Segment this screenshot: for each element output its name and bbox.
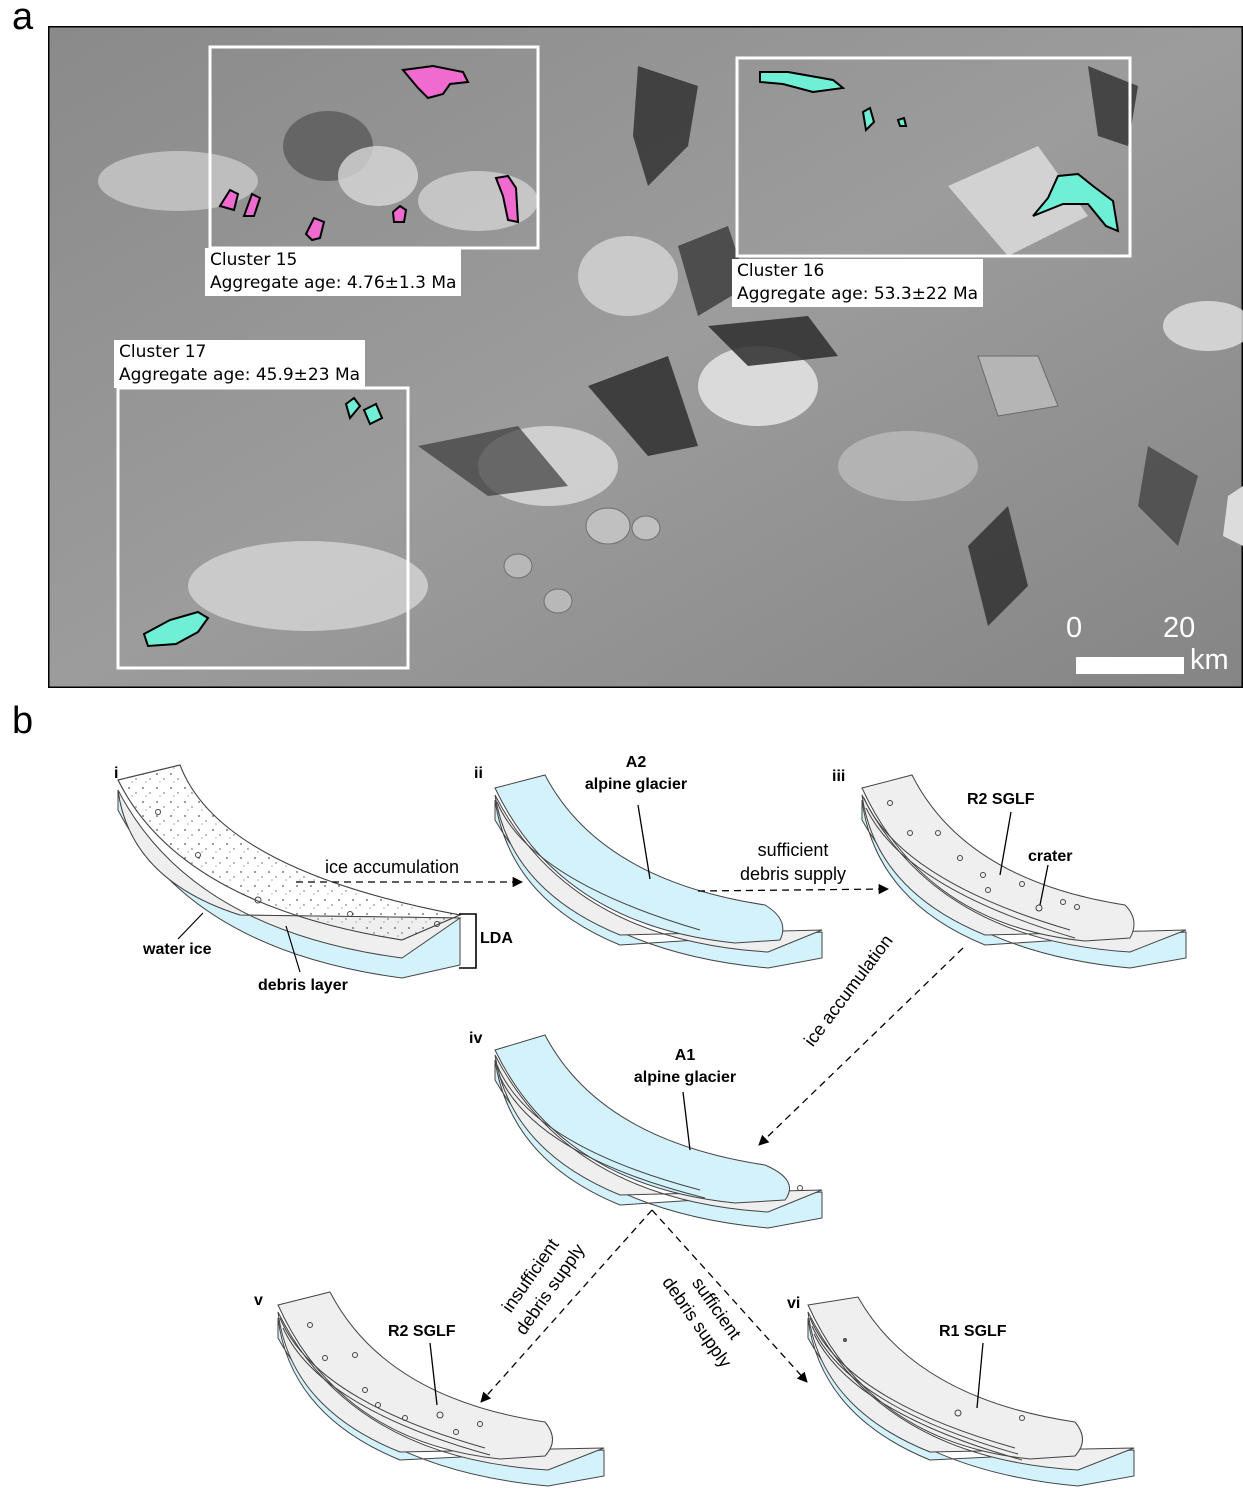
- crater-label: crater: [1028, 848, 1073, 865]
- stage-v-numeral: v: [254, 1292, 263, 1309]
- scale-unit-label: km: [1190, 644, 1229, 676]
- water-ice-leader: [177, 912, 204, 940]
- cluster-15-label: Cluster 15 Aggregate age: 4.76±1.3 Ma: [205, 248, 462, 296]
- stage-iv-title-line2: alpine glacier: [633, 1069, 737, 1086]
- stage-iii: [861, 774, 1187, 969]
- stage-vi-numeral: vi: [787, 1295, 801, 1312]
- scale-start-label: 0: [1066, 612, 1083, 644]
- stage-ii-numeral: ii: [474, 765, 483, 782]
- stage-v-title: R2 SGLF: [388, 1323, 456, 1340]
- terrain-features: [98, 66, 1243, 631]
- r2-sglf-iii-leader: [999, 811, 1012, 876]
- glacier-evolution-diagram: [117, 764, 1187, 1487]
- arrow-iv-to-vi: [651, 1209, 808, 1383]
- stage-iv-numeral: iv: [469, 1030, 483, 1047]
- arrow-i-to-ii-label: ice accumulation: [325, 857, 460, 877]
- cluster-15-age: Aggregate age: 4.76±1.3 Ma: [210, 273, 457, 293]
- stage-i-numeral: i: [114, 765, 119, 782]
- arrow-ii-to-iii-label-line2: debris supply: [739, 864, 847, 884]
- arrow-ii-to-iii-label-line1: sufficient: [757, 840, 829, 860]
- stage-v: [277, 1291, 605, 1487]
- cluster-16-outlines: [759, 71, 1120, 233]
- stage-ii: [494, 774, 823, 969]
- water-ice-label: water ice: [143, 941, 212, 958]
- r2-sglf-v-leader: [429, 1342, 438, 1406]
- cluster-17-name: Cluster 17: [119, 342, 207, 362]
- cluster-15-name: Cluster 15: [210, 250, 298, 270]
- stage-ii-title: A2 alpine glacier: [561, 752, 711, 796]
- stage-i: [117, 764, 462, 979]
- cluster-16-age: Aggregate age: 53.3±22 Ma: [737, 284, 979, 304]
- stage-vi: [807, 1296, 1135, 1487]
- cluster-17-age: Aggregate age: 45.9±23 Ma: [119, 365, 361, 385]
- stage-iv-title-line1: A1: [674, 1047, 696, 1064]
- panel-b-label: b: [12, 700, 34, 742]
- cluster-16-label: Cluster 16 Aggregate age: 53.3±22 Ma: [732, 259, 984, 307]
- stage-vi-title: R1 SGLF: [939, 1323, 1007, 1340]
- debris-layer-label: debris layer: [258, 977, 348, 994]
- stage-ii-title-line1: A2: [625, 754, 647, 771]
- scale-bar: [1076, 657, 1184, 674]
- stage-iii-numeral: iii: [832, 768, 846, 785]
- stage-ii-title-line2: alpine glacier: [584, 776, 688, 793]
- cluster-17-box: [116, 386, 410, 670]
- debris-layer-leader: [285, 925, 301, 973]
- cluster-17-outlines: [142, 396, 384, 648]
- cluster-15-outlines: [218, 64, 520, 242]
- cluster-16-name: Cluster 16: [737, 261, 825, 281]
- arrow-iv-to-v: [480, 1209, 653, 1403]
- arrow-ii-to-iii-label: sufficient debris supply: [718, 838, 868, 886]
- r1-sglf-leader: [976, 1342, 984, 1409]
- crater-leader: [1039, 864, 1049, 906]
- lda-bracket: [459, 913, 477, 969]
- cluster-16-box: [735, 56, 1132, 258]
- panel-a-label: a: [12, 0, 34, 38]
- cluster-17-label: Cluster 17 Aggregate age: 45.9±23 Ma: [114, 340, 366, 388]
- a2-leader: [637, 804, 651, 880]
- a1-leader: [682, 1091, 691, 1151]
- stage-iv-title: A1 alpine glacier: [610, 1045, 760, 1089]
- scale-end-label: 20: [1163, 612, 1196, 644]
- stage-iv: [494, 1034, 823, 1229]
- arrow-ii-to-iii: [697, 883, 890, 895]
- stage-iii-title: R2 SGLF: [967, 791, 1035, 808]
- lda-label: LDA: [480, 930, 513, 947]
